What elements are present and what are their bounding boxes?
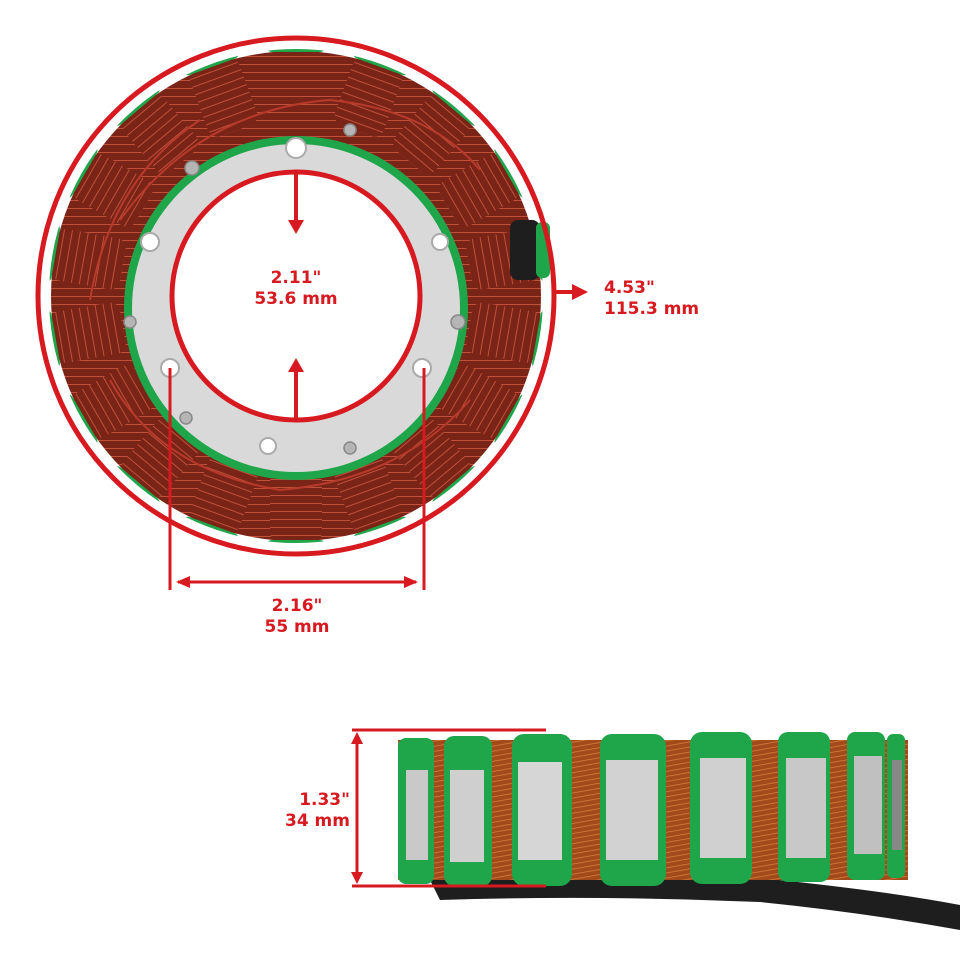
height-inches: 1.33" (299, 790, 350, 810)
height-dimension (352, 728, 546, 888)
wiring-harness (430, 874, 960, 930)
outer-diameter-label: 4.53" 115.3 mm (604, 278, 699, 320)
side-view (351, 728, 960, 930)
height-mm: 34 mm (284, 811, 350, 831)
inner-bore (172, 172, 420, 420)
screws (123, 123, 466, 455)
bolt-spacing-mm: 55 mm (264, 617, 330, 637)
inner-diameter-mm: 53.6 mm (254, 289, 338, 309)
dimension-arrowheads (176, 220, 588, 588)
pole-caps (398, 732, 905, 886)
outer-diameter-circle (35, 35, 557, 557)
inner-diameter-inches: 2.11" (270, 268, 322, 288)
connector-nub (510, 220, 540, 280)
outer-diameter-mm: 115.3 mm (604, 299, 700, 319)
height-label: 1.33" 34 mm (270, 790, 350, 832)
loose-wires (89, 98, 481, 492)
inner-diameter-label: 2.11" 53.6 mm (236, 268, 356, 310)
top-view (19, 19, 588, 590)
outer-diameter-inches: 4.53" (604, 278, 655, 298)
bolt-holes (140, 137, 449, 455)
bolt-spacing-inches: 2.16" (271, 596, 323, 616)
bolt-spacing-label: 2.16" 55 mm (237, 596, 357, 638)
dimension-lines (35, 35, 574, 590)
